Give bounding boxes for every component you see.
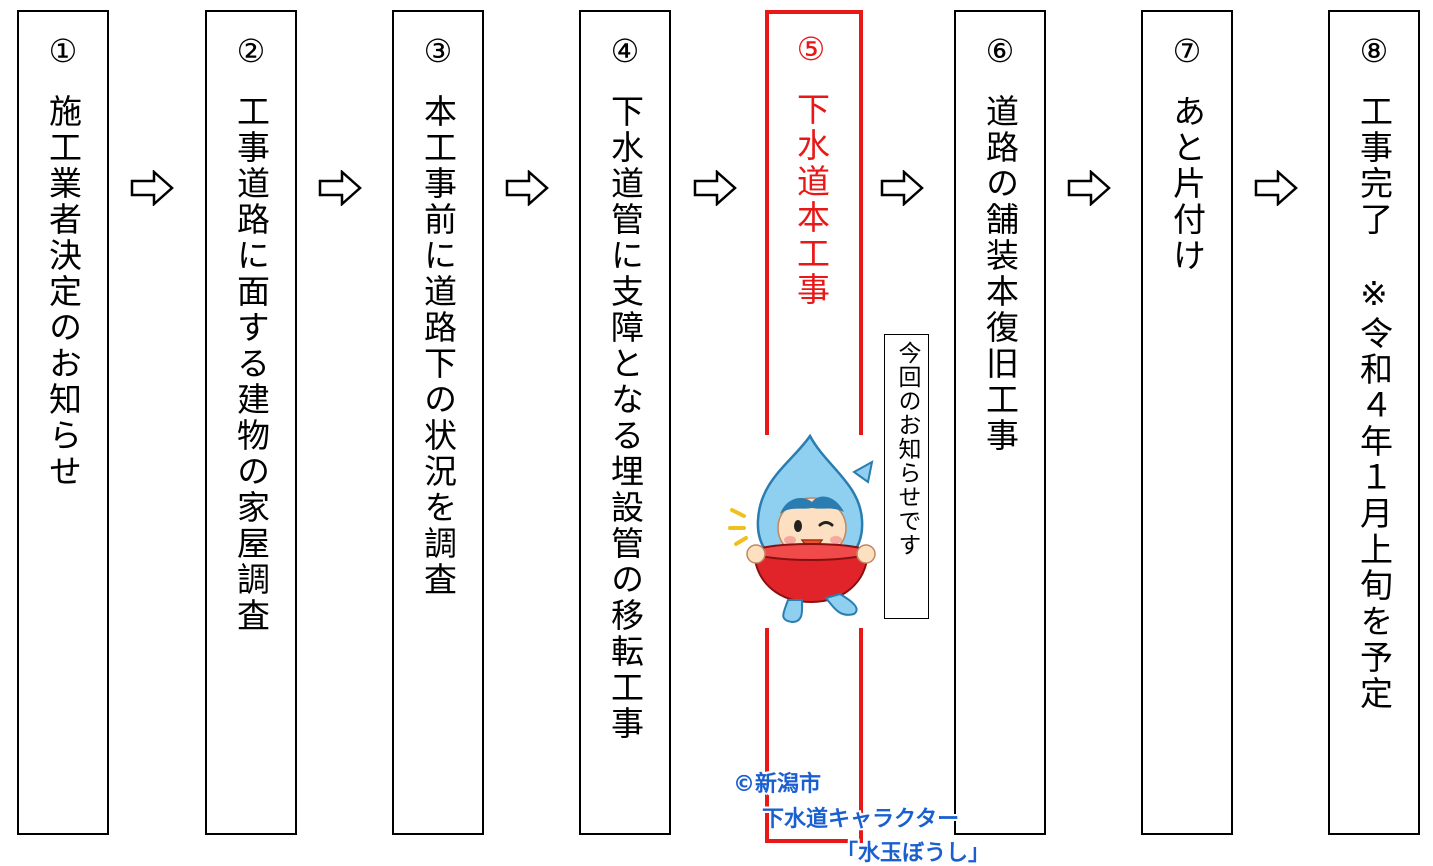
current-step-note-text: 今回のお知らせです [894,341,920,557]
highlight-border-top [765,10,863,14]
step-number: ⑤ [796,30,826,68]
step-number: ⑥ [985,32,1015,70]
step-label: 施工業者決定のお知らせ [43,94,83,490]
step-2: ② 工事道路に面する建物の家屋調査 [205,10,297,835]
hollow-right-arrow-icon [505,170,549,206]
hollow-right-arrow-icon [130,170,174,206]
step-number: ④ [610,32,640,70]
step-label: 道路の舗装本復旧工事 [980,94,1020,454]
hollow-right-arrow-icon [693,170,737,206]
step-5-current: ⑤ 下水道本工事 [765,10,857,835]
step-8: ⑧ 工事完了 ※令和４年１月上旬を予定 [1328,10,1420,835]
mizutama-boushi-mascot [728,433,876,624]
mascot-credit-line2: 下水道キャラクター [762,807,960,832]
hollow-right-arrow-icon [1067,170,1111,206]
step-4: ④ 下水道管に支障となる埋設管の移転工事 [579,10,671,835]
step-label: 工事道路に面する建物の家屋調査 [231,94,271,634]
highlight-border-right-upper [859,10,863,435]
step-number: ① [48,32,78,70]
highlight-border-bottom [765,839,863,843]
step-label: 本工事前に道路下の状況を調査 [418,94,458,598]
step-1: ① 施工業者決定のお知らせ [17,10,109,835]
highlight-border-right-lower [859,628,863,843]
step-7: ⑦ あと片付け [1141,10,1233,835]
hollow-right-arrow-icon [1254,170,1298,206]
step-label: あと片付け [1167,94,1207,274]
current-step-note: 今回のお知らせです [884,334,929,619]
highlight-border-left-lower [765,628,769,843]
step-label: 下水道本工事 [791,92,831,308]
step-number: ⑧ [1359,32,1389,70]
hollow-right-arrow-icon [318,170,362,206]
step-number: ⑦ [1172,32,1202,70]
hollow-right-arrow-icon [880,170,924,206]
step-label: 工事完了 ※令和４年１月上旬を予定 [1354,94,1394,712]
step-number: ② [236,32,266,70]
step-label: 下水道管に支障となる埋設管の移転工事 [605,94,645,742]
step-number: ③ [423,32,453,70]
mascot-credit-line1: ©新潟市 [733,772,822,797]
highlight-border-left-upper [765,10,769,435]
step-6: ⑥ 道路の舗装本復旧工事 [954,10,1046,835]
step-3: ③ 本工事前に道路下の状況を調査 [392,10,484,835]
mascot-credit-line3: 「水玉ぼうし」 [836,841,991,866]
